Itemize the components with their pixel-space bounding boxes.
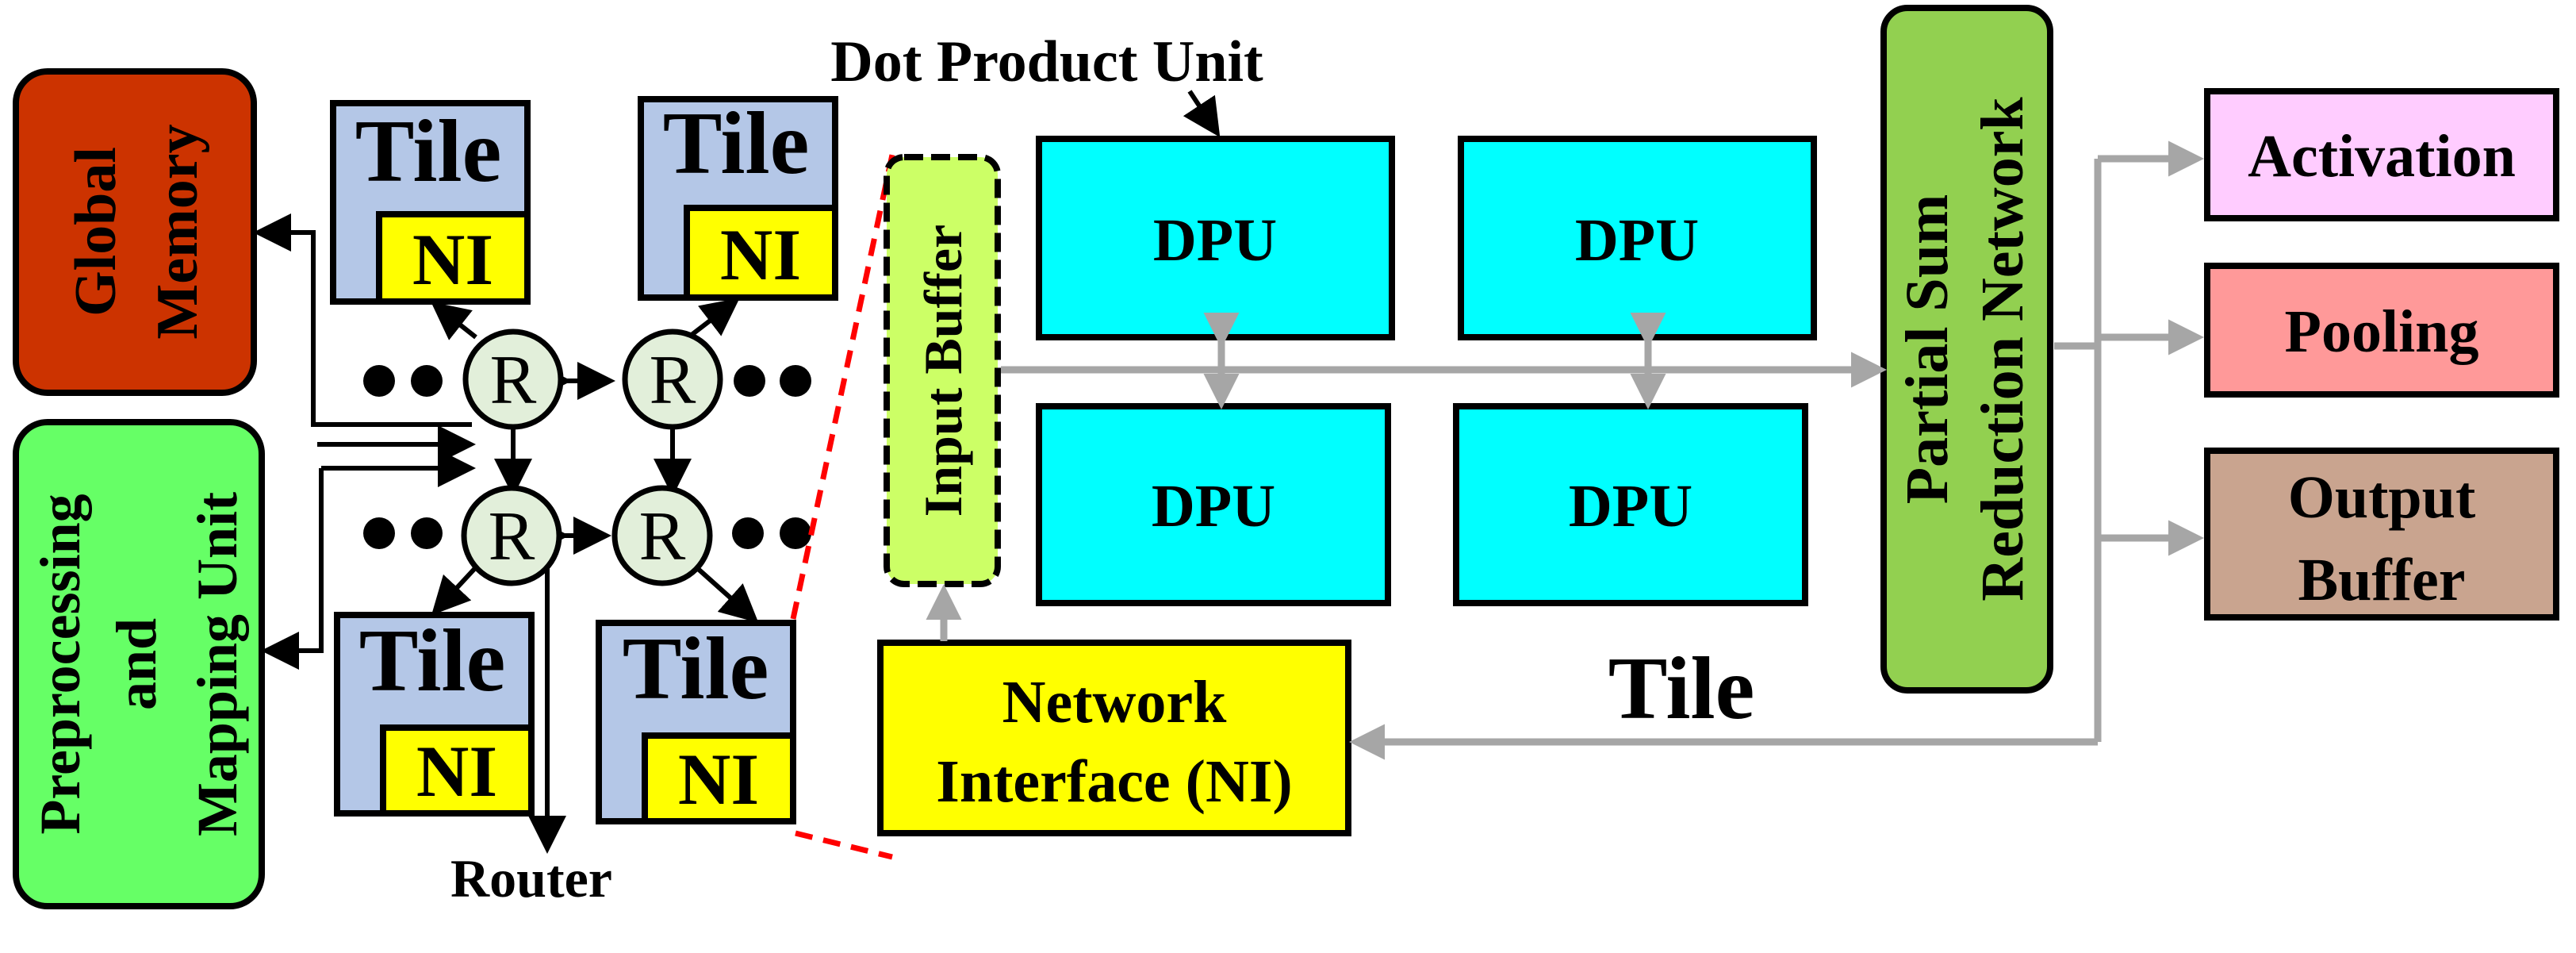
tile-caption: Tile — [1608, 640, 1755, 738]
tile-bottom-left: Tile NI — [334, 612, 535, 817]
global-memory-block: Global Memory — [13, 68, 257, 396]
output-buffer-block: Output Buffer — [2204, 448, 2559, 621]
global-memory-label-2: Memory — [145, 124, 210, 339]
ni-label: NI — [412, 219, 493, 300]
tile-label: Tile — [663, 94, 810, 193]
router-label: R — [650, 342, 696, 419]
ellipsis-dots — [363, 365, 811, 549]
router-bottom-left: R — [461, 485, 562, 586]
data-flow-arrows — [926, 140, 2204, 760]
router-label: R — [489, 498, 535, 575]
noc-connections — [253, 90, 1221, 854]
dot-product-unit-caption: Dot Product Unit — [830, 29, 1263, 94]
activation-block: Activation — [2204, 88, 2559, 221]
ni-label: NI — [678, 739, 759, 820]
tile-label: Tile — [359, 612, 506, 710]
router-bottom-right: R — [611, 485, 713, 586]
network-interface-label-1: Network — [1002, 669, 1228, 736]
ni-label: NI — [416, 731, 497, 812]
router-caption: Router — [450, 848, 612, 909]
tile-label: Tile — [623, 620, 769, 718]
router-label: R — [490, 342, 537, 419]
ni-label: NI — [720, 214, 801, 295]
global-memory-label-1: Global — [63, 147, 128, 317]
zoom-indicator-lines — [790, 154, 895, 860]
dpu-label: DPU — [1152, 473, 1275, 540]
tile-top-right: Tile NI — [638, 94, 838, 301]
ni-block — [380, 724, 535, 817]
output-buffer-label-2: Buffer — [2298, 547, 2465, 613]
dpu-bottom-left: DPU — [1036, 403, 1391, 606]
preprocessing-mapping-block: Preprocessing and Mapping Unit — [13, 419, 265, 909]
tile-label: Tile — [355, 102, 502, 201]
dpu-bottom-right: DPU — [1453, 403, 1808, 606]
tile-top-left: Tile NI — [330, 100, 531, 305]
dpu-label: DPU — [1569, 473, 1692, 540]
input-buffer-label: Input Buffer — [913, 225, 973, 517]
activation-label: Activation — [2248, 123, 2516, 190]
pooling-block: Pooling — [2204, 263, 2559, 398]
partial-sum-reduction-block: Partial Sum Reduction Network — [1880, 5, 2053, 694]
router-label: R — [639, 498, 686, 575]
preprocessing-label-1: Preprocessing — [29, 494, 92, 834]
router-top-right: R — [622, 329, 723, 430]
dpu-label: DPU — [1153, 207, 1277, 274]
dpu-label: DPU — [1575, 207, 1699, 274]
ni-block — [642, 732, 796, 824]
dpu-top-left: DPU — [1036, 136, 1395, 340]
dpu-top-right: DPU — [1458, 136, 1817, 340]
output-buffer-label-1: Output — [2288, 464, 2476, 531]
preprocessing-label-2: and — [105, 618, 168, 710]
ni-block — [376, 211, 531, 305]
network-interface-block: Network Interface (NI) — [877, 640, 1351, 836]
preprocessing-label-3: Mapping Unit — [186, 492, 249, 836]
input-buffer-block: Input Buffer — [884, 154, 1001, 587]
partial-sum-label-1: Partial Sum — [1894, 194, 1961, 505]
pooling-label: Pooling — [2285, 298, 2479, 365]
router-top-left: R — [462, 329, 564, 430]
ni-block — [684, 205, 838, 301]
tile-bottom-right: Tile NI — [596, 620, 796, 824]
network-interface-label-2: Interface (NI) — [936, 748, 1292, 815]
partial-sum-label-2: Reduction Network — [1969, 97, 2036, 601]
